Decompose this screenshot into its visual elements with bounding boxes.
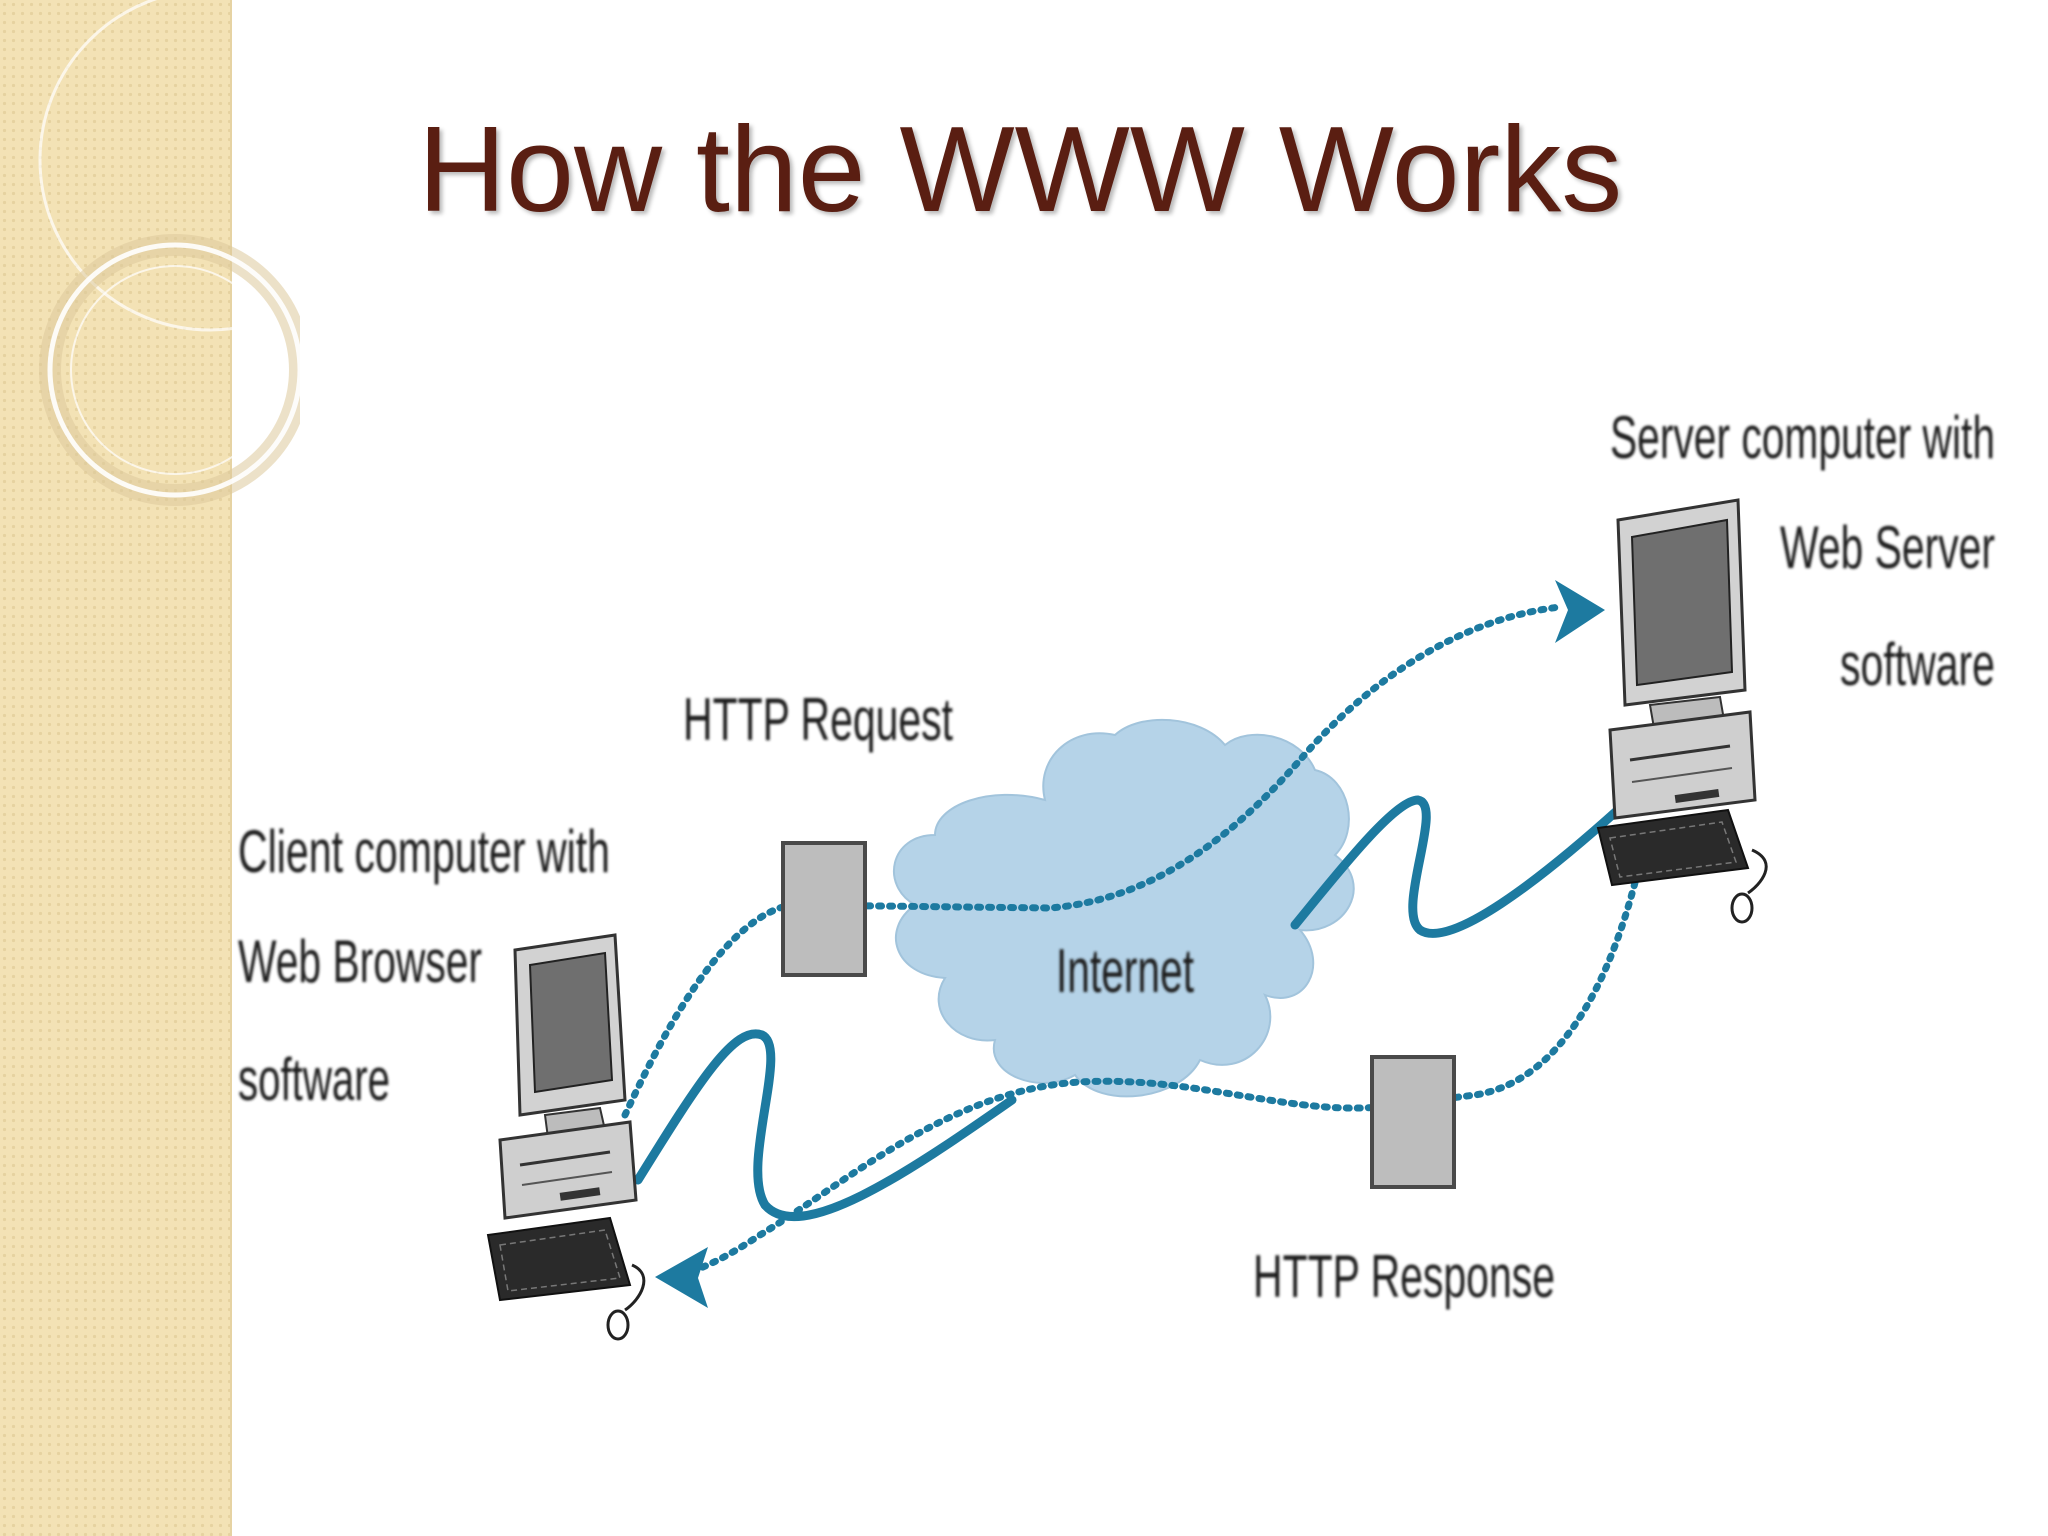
- decorative-rings: [38, 0, 300, 506]
- request-flow-path: [621, 603, 1564, 1119]
- server-connection-line: [1290, 795, 1625, 938]
- request-arrow-head: [1555, 580, 1605, 643]
- response-flow-path: [686, 836, 1649, 1276]
- client-label-line-3: software: [238, 1046, 390, 1113]
- server-computer-icon: [1596, 498, 1768, 924]
- server-label: Server computer with Web Server software: [1610, 404, 1995, 698]
- internet-label: Internet: [1056, 937, 1194, 1006]
- internet-cloud-icon: [892, 718, 1355, 1098]
- http-response-label: HTTP Response: [1253, 1243, 1555, 1310]
- response-arrow-head: [655, 1247, 708, 1308]
- client-connection-line: [633, 1029, 1017, 1222]
- http-request-label: HTTP Request: [683, 686, 953, 753]
- client-label-line-1: Client computer with: [238, 818, 610, 885]
- client-computer-icon: [486, 933, 646, 1341]
- slide-title: How the WWW Works: [418, 101, 1623, 237]
- server-label-line-2: Web Server: [1780, 514, 1995, 581]
- client-label-line-2: Web Browser: [238, 928, 482, 995]
- server-label-line-1: Server computer with: [1610, 404, 1995, 471]
- client-label: Client computer with Web Browser softwar…: [238, 818, 610, 1113]
- server-label-line-3: software: [1840, 631, 1995, 698]
- request-packet-icon: [781, 841, 867, 977]
- response-packet-icon: [1370, 1055, 1456, 1189]
